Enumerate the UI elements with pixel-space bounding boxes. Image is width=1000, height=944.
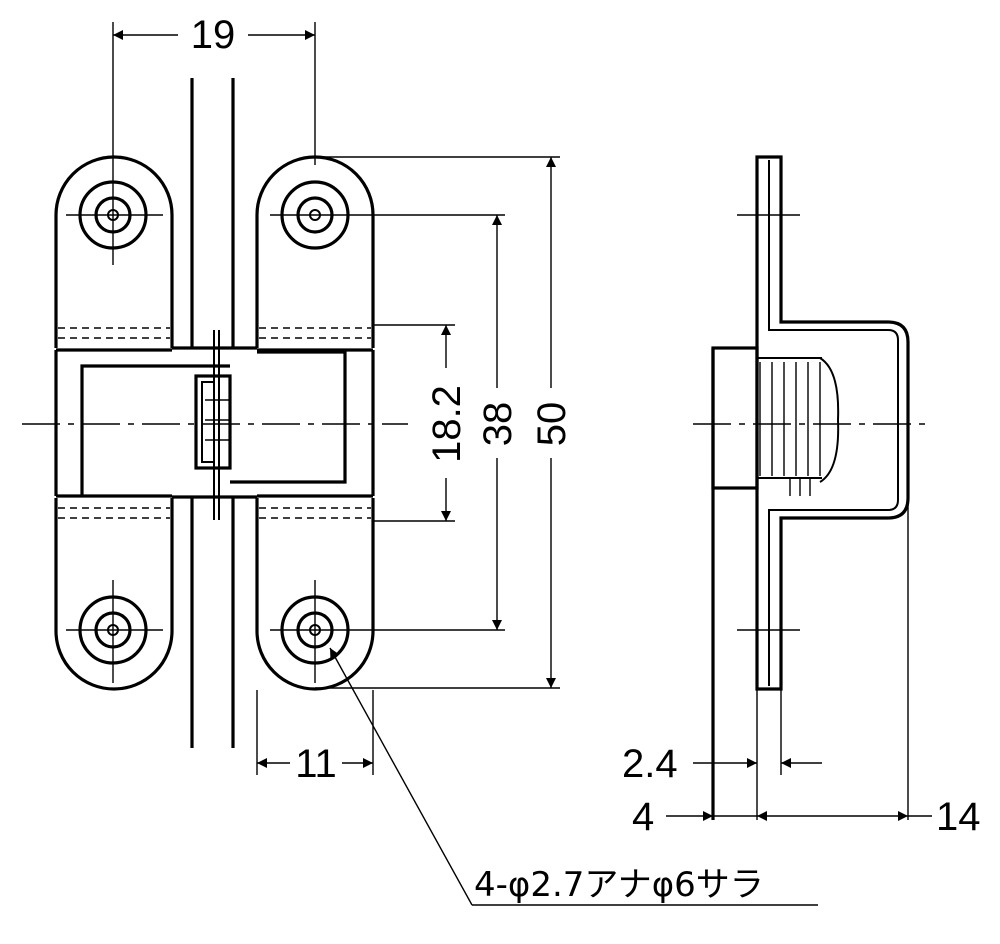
hole-spec-note: 4-φ2.7アナφ6サラ [474,865,764,905]
dim-mount-offset: 4 [632,795,654,839]
side-plate-outline [755,155,910,691]
hinge-body-outline [54,348,375,498]
dim-top-width: 19 [191,13,236,57]
dim-hole-pitch: 38 [476,402,520,447]
side-body-block [711,346,759,490]
dim-depth: 14 [936,795,981,839]
side-view: 2.4 4 14 [622,155,981,839]
side-roller [759,357,840,496]
dim-overall-height: 50 [530,402,574,447]
dim-body-height: 18.2 [425,385,469,463]
front-view: 19 11 18.2 38 50 [22,13,818,906]
dim-leaf-width: 11 [295,742,337,786]
dim-plate-thickness: 2.4 [622,742,678,786]
